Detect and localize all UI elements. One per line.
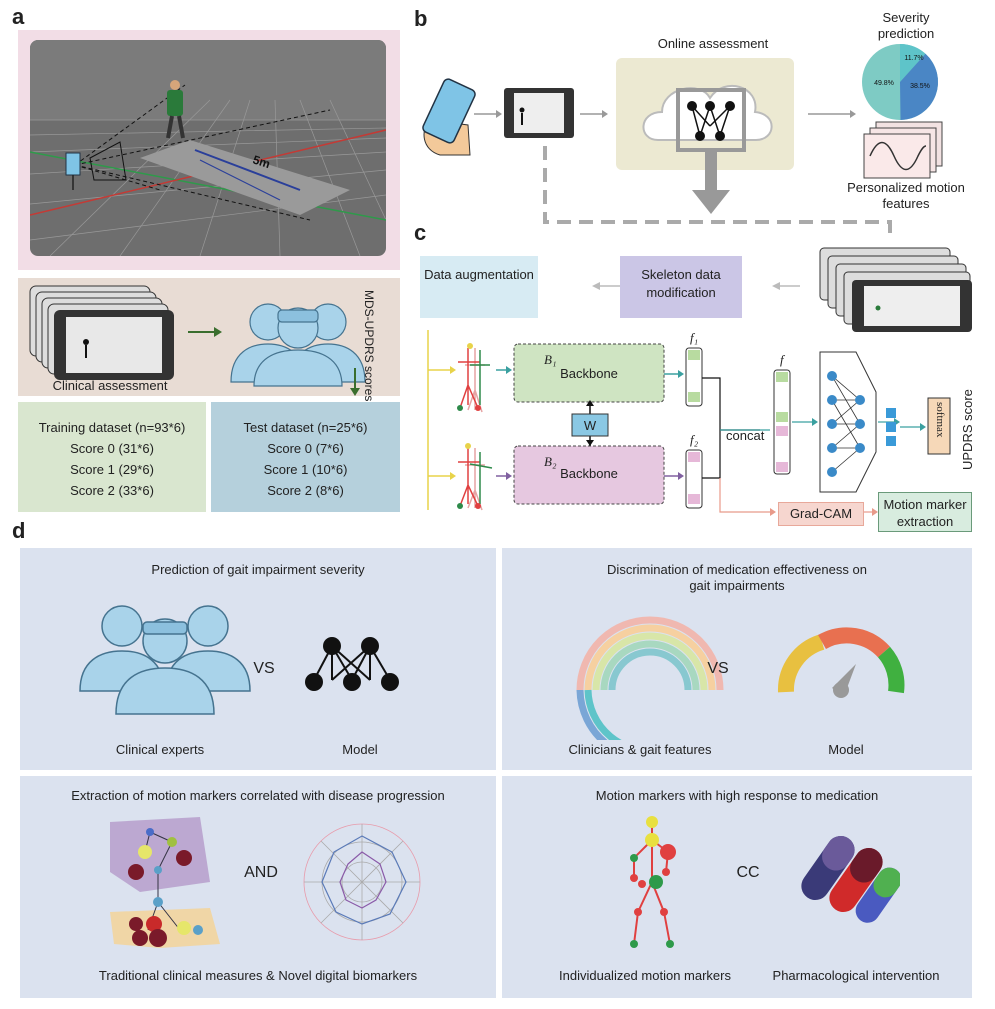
- skeleton-modification-box: Skeleton data modification: [620, 256, 742, 318]
- skeleton-joints: [630, 816, 676, 948]
- updrs-score-label: UPDRS score: [960, 389, 975, 470]
- radar-chart: [303, 823, 421, 941]
- panel-a-label: a: [12, 4, 25, 29]
- radial-vs-gauge: [576, 616, 905, 740]
- gauge-icon: [777, 627, 905, 698]
- updrs-scores-vertical: MDS-UPDRS scores: [362, 290, 376, 402]
- clinicians-caption: Clinicians & gait features: [568, 742, 712, 757]
- clinical-assessment-caption: Clinical assessment: [52, 378, 168, 393]
- network-icon: [819, 351, 877, 493]
- online-assessment-title: Online assessment: [657, 36, 769, 51]
- gait-scene: 5m: [30, 40, 386, 256]
- motion-feature-cards: [863, 121, 943, 179]
- video-stack-c: [819, 247, 972, 332]
- pie-label-3: 49.8%: [874, 80, 894, 87]
- shared-weights-label: W: [583, 418, 597, 433]
- marker-nodes: [128, 828, 203, 947]
- model-caption-1: Model: [342, 742, 378, 757]
- data-augmentation-box: Data augmentation: [420, 256, 538, 318]
- training-dataset-box: Training dataset (n=93*6) Score 0 (31*6)…: [18, 402, 206, 512]
- phone-hand-icon: [422, 78, 476, 156]
- experts-vs-model: [79, 605, 399, 715]
- q4-cc: CC: [736, 864, 760, 881]
- personalized-features-caption: Personalized motion features: [847, 180, 965, 211]
- video-stack-icon: [29, 285, 174, 380]
- panel-b-label: b: [414, 6, 428, 31]
- model-caption-2: Model: [828, 742, 864, 757]
- pills-icon: [801, 835, 900, 923]
- q3-caption: Traditional clinical measures & Novel di…: [98, 968, 418, 983]
- skeleton-figure-2: [457, 443, 493, 511]
- f2-label: f₂: [690, 432, 699, 447]
- model-network-icon: [305, 637, 399, 691]
- individual-markers-caption: Individualized motion markers: [559, 968, 731, 983]
- radial-bar-chart: [576, 616, 724, 740]
- q3-and: AND: [244, 864, 278, 881]
- clinical-experts-caption: Clinical experts: [115, 742, 205, 757]
- backbone-2: Backbone: [560, 466, 618, 481]
- markers-cc-pills: [630, 816, 900, 948]
- backbone-1: Backbone: [560, 366, 618, 381]
- severity-prediction-title: Severity prediction: [877, 10, 935, 41]
- down-arrow: [350, 368, 360, 396]
- walking-person-figure: [166, 80, 185, 139]
- clinical-illustration: [29, 285, 366, 387]
- clinical-experts-icon: [79, 605, 251, 715]
- f1-label: f₁: [690, 330, 699, 345]
- test-dataset-box: Test dataset (n=25*6) Score 0 (7*6) Scor…: [211, 402, 400, 512]
- q2-vs: VS: [707, 660, 729, 677]
- b1-label: B₁: [544, 352, 557, 367]
- q1-vs: VS: [253, 660, 275, 677]
- motion-marker-box: Motion marker extraction: [878, 492, 972, 532]
- doctors-icon: [230, 303, 366, 387]
- b2-label: B₂: [544, 454, 557, 469]
- panel-c-label: c: [414, 220, 427, 245]
- grad-cam-box: Grad-CAM: [778, 502, 864, 526]
- concat-label: concat: [726, 428, 765, 443]
- skeleton-figure-1: [457, 343, 490, 413]
- f-label: f: [780, 352, 784, 367]
- pie-label-1: 11.7%: [904, 55, 923, 62]
- severity-pie-chart: 11.7% 38.5% 49.8%: [862, 43, 939, 120]
- panel-d-label: d: [12, 518, 26, 543]
- markers-and-radar: [110, 817, 421, 948]
- model-architecture: [427, 247, 972, 516]
- online-pipeline: 11.7% 38.5% 49.8%: [422, 43, 943, 238]
- distance-label: 5m: [251, 153, 272, 172]
- softmax-box: softmax: [934, 402, 946, 438]
- pharmacological-caption: Pharmacological intervention: [772, 968, 940, 983]
- pie-label-2: 38.5%: [910, 83, 930, 90]
- d-quadrant-3: Extraction of motion markers correlated …: [20, 776, 496, 998]
- video-frame-icon: [504, 88, 574, 138]
